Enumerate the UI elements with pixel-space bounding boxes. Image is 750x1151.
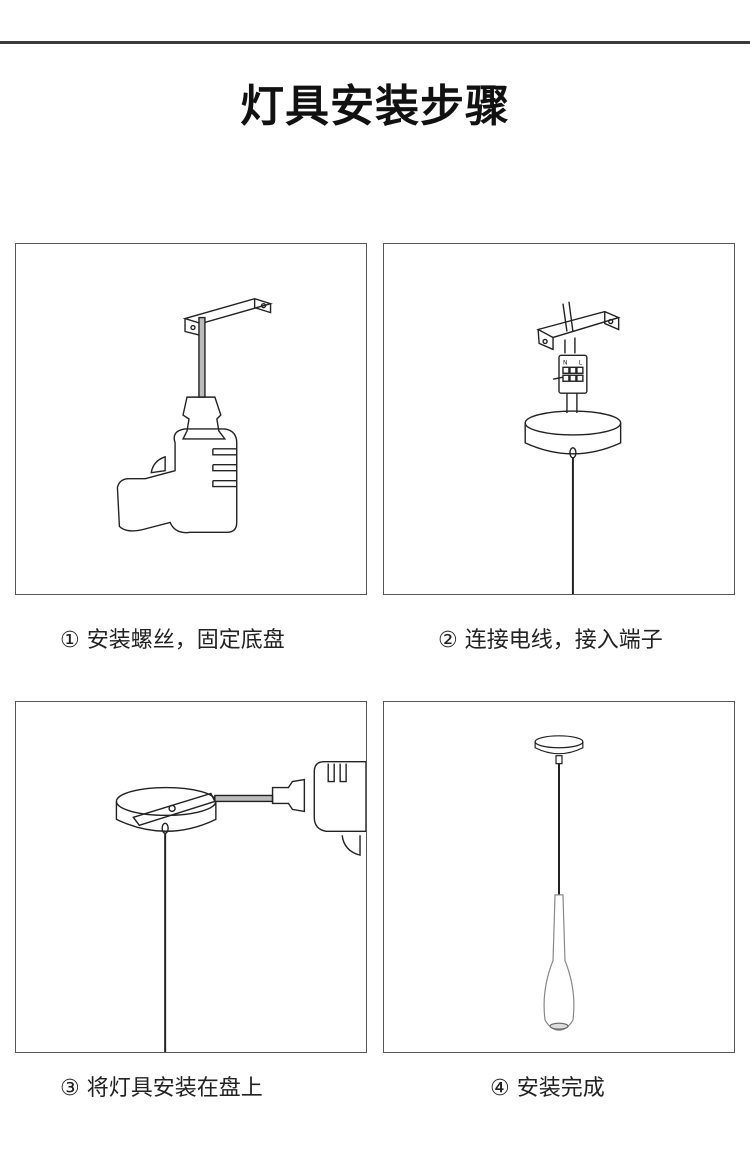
step-2-caption: ② 连接电线，接入端子 bbox=[438, 628, 663, 653]
step-3-illustration bbox=[15, 701, 367, 1053]
step-1-caption: ① 安装螺丝，固定底盘 bbox=[60, 628, 285, 653]
page-title: 灯具安装步骤 bbox=[240, 81, 510, 132]
top-divider bbox=[0, 41, 750, 44]
wiring-icon: N L bbox=[524, 301, 622, 594]
svg-text:N: N bbox=[563, 359, 567, 366]
step-3-caption: ③ 将灯具安装在盘上 bbox=[60, 1076, 263, 1101]
canopy-drill-icon bbox=[115, 760, 366, 1052]
step-1-illustration bbox=[15, 243, 367, 595]
svg-text:L: L bbox=[579, 359, 583, 366]
pendant-lamp-icon bbox=[534, 735, 584, 1031]
step-4-caption: ④ 安装完成 bbox=[490, 1076, 605, 1101]
step-2-illustration: N L bbox=[383, 243, 735, 595]
step-4-illustration bbox=[383, 701, 735, 1053]
drill-icon bbox=[116, 297, 273, 534]
